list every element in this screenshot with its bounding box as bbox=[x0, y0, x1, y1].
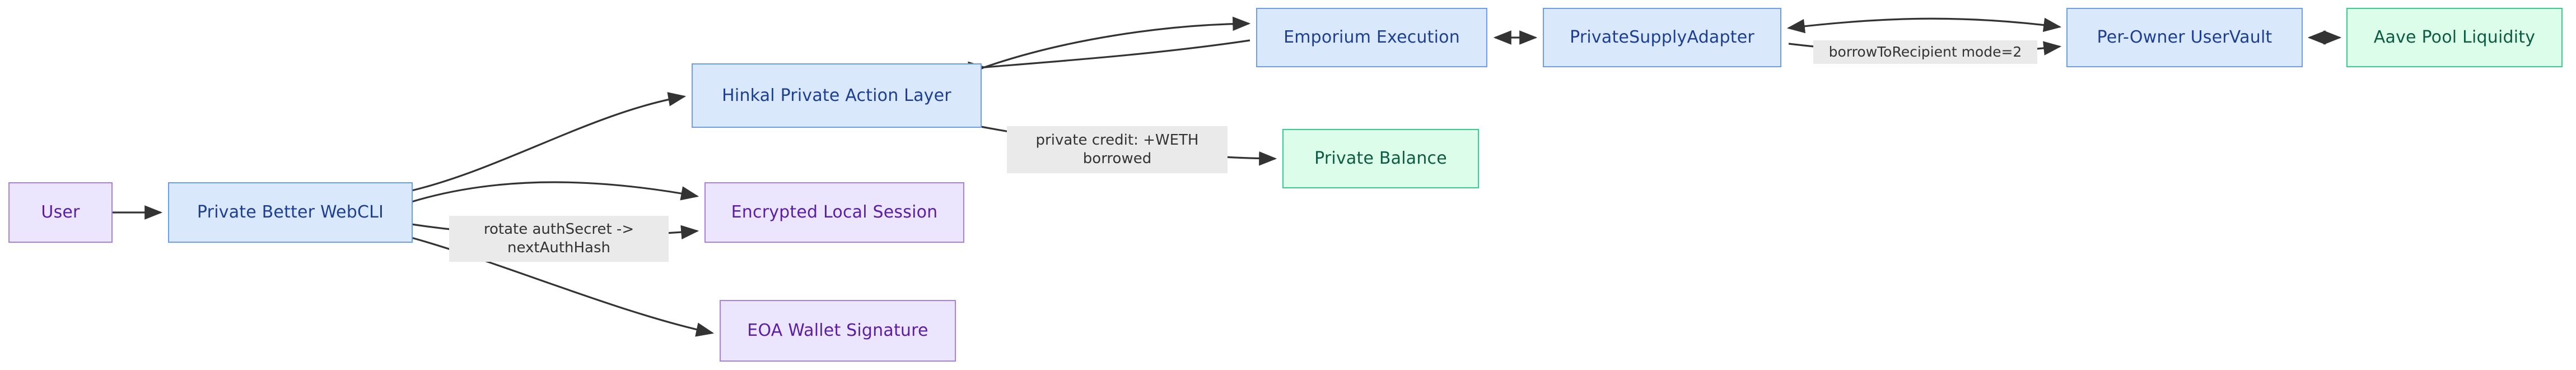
edge-adapter-to-vault bbox=[1786, 17, 2062, 34]
node-per-owner-uservault[interactable]: Per-Owner UserVault bbox=[2066, 8, 2303, 67]
node-eoa-wallet-signature[interactable]: EOA Wallet Signature bbox=[720, 300, 956, 362]
node-eoa-wallet-signature-label: EOA Wallet Signature bbox=[747, 321, 928, 340]
node-private-supply-adapter[interactable]: PrivateSupplyAdapter bbox=[1543, 8, 1781, 67]
node-user-label: User bbox=[41, 202, 80, 222]
node-aave-pool-liquidity-label: Aave Pool Liquidity bbox=[2373, 27, 2536, 47]
node-private-better-webcli[interactable]: Private Better WebCLI bbox=[168, 182, 413, 243]
edge-webcli-to-session-upper bbox=[411, 181, 699, 203]
node-hinkal-private-action-layer[interactable]: Hinkal Private Action Layer bbox=[692, 63, 982, 128]
node-private-better-webcli-label: Private Better WebCLI bbox=[197, 202, 384, 222]
node-encrypted-local-session-label: Encrypted Local Session bbox=[731, 202, 938, 222]
node-hinkal-private-action-layer-label: Hinkal Private Action Layer bbox=[722, 85, 951, 105]
edge-label-private-credit-text: private credit: +WETH borrowed bbox=[1035, 131, 1199, 167]
edge-label-borrow-to-recipient-text: borrowToRecipient mode=2 bbox=[1828, 44, 2022, 60]
edge-emporium-to-hinkal bbox=[968, 39, 1250, 76]
node-private-balance[interactable]: Private Balance bbox=[1282, 129, 1479, 188]
edge-webcli-to-hinkal bbox=[411, 92, 687, 192]
node-encrypted-local-session[interactable]: Encrypted Local Session bbox=[704, 182, 964, 243]
edge-label-rotate-authsecret: rotate authSecret -> nextAuthHash bbox=[449, 216, 669, 262]
edge-label-rotate-authsecret-text: rotate authSecret -> nextAuthHash bbox=[483, 220, 634, 256]
node-aave-pool-liquidity[interactable]: Aave Pool Liquidity bbox=[2346, 8, 2563, 67]
node-user[interactable]: User bbox=[8, 182, 113, 243]
edge-label-borrow-to-recipient: borrowToRecipient mode=2 bbox=[1813, 40, 2037, 64]
node-emporium-execution[interactable]: Emporium Execution bbox=[1256, 8, 1487, 67]
edge-label-private-credit: private credit: +WETH borrowed bbox=[1007, 126, 1228, 173]
node-private-balance-label: Private Balance bbox=[1314, 149, 1447, 168]
node-private-supply-adapter-label: PrivateSupplyAdapter bbox=[1570, 27, 1754, 47]
edge-hinkal-to-emporium bbox=[981, 16, 1251, 70]
node-emporium-execution-label: Emporium Execution bbox=[1284, 27, 1460, 47]
node-per-owner-uservault-label: Per-Owner UserVault bbox=[2097, 27, 2272, 47]
